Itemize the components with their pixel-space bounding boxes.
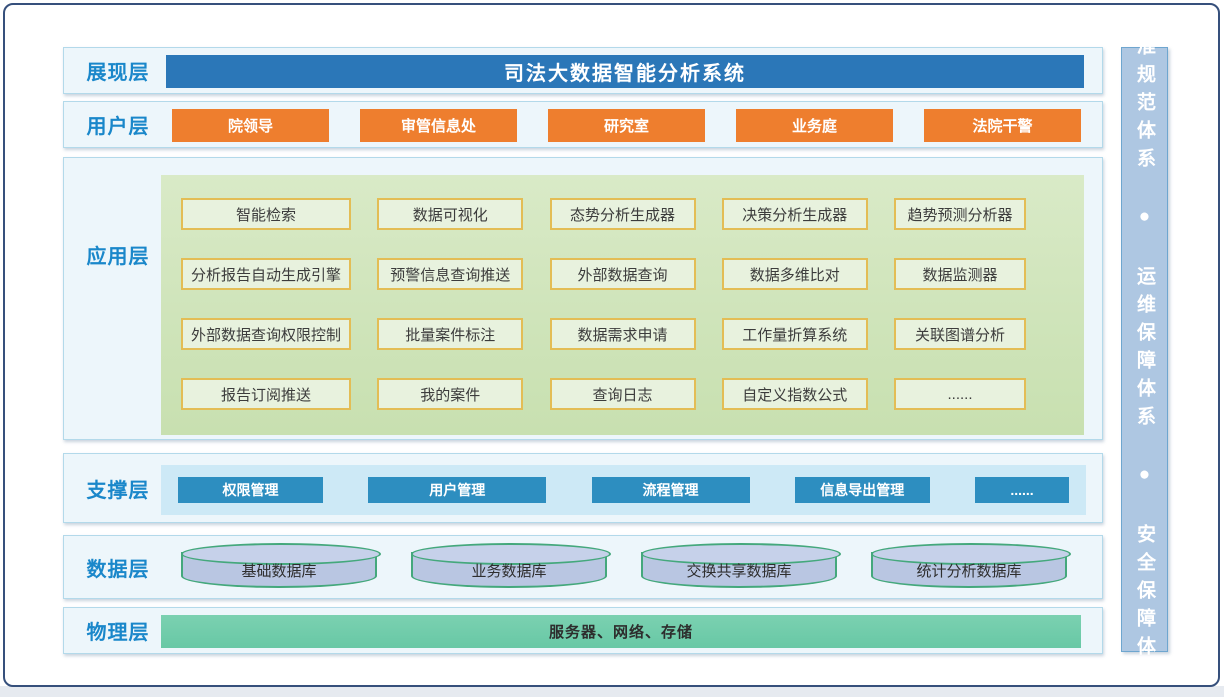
support-service-button: ...... <box>975 477 1069 503</box>
support-service-button: 用户管理 <box>368 477 547 503</box>
application-module-box: 预警信息查询推送 <box>377 258 524 290</box>
application-module-box: 外部数据查询 <box>549 258 696 290</box>
layer-label-presentation: 展现层 <box>86 62 150 84</box>
layer-physical: 物理层 服务器、网络、存储 <box>63 607 1103 654</box>
support-service-button: 流程管理 <box>591 477 750 503</box>
database-row: 基础数据库 业务数据库 交换共享数据库 统计分析数据库 <box>181 543 1071 588</box>
database-label: 基础数据库 <box>241 563 317 580</box>
application-module-box: 报告订阅推送 <box>181 378 351 410</box>
application-module-box: 外部数据查询权限控制 <box>181 318 351 350</box>
database-cylinder: 统计分析数据库 <box>871 543 1071 588</box>
application-module-grid: 智能检索数据可视化态势分析生成器决策分析生成器趋势预测分析器分析报告自动生成引擎… <box>161 175 1084 435</box>
layer-label-data: 数据层 <box>86 558 150 581</box>
assurance-systems-sidebar: 标准规范体系 ● 运维保障体系 ● 安全保障体系 <box>1121 8 1168 685</box>
layer-label-user: 用户层 <box>86 116 150 138</box>
application-module-box: 智能检索 <box>181 198 351 230</box>
application-module-box: 自定义指数公式 <box>721 378 868 410</box>
support-service-button: 信息导出管理 <box>794 477 930 503</box>
database-cylinder: 业务数据库 <box>411 543 611 588</box>
application-module-box: 态势分析生成器 <box>549 198 696 230</box>
layer-data: 数据层 基础数据库 业务数据库 交换共享数据库 统计分析数据库 <box>63 535 1103 599</box>
application-module-box: 数据可视化 <box>377 198 524 230</box>
user-role-row: 院领导审管信息处研究室业务庭法院干警 <box>172 109 1081 142</box>
support-service-row: 权限管理 用户管理 流程管理 信息导出管理...... <box>161 465 1086 515</box>
system-title-banner: 司法大数据智能分析系统 <box>166 55 1084 88</box>
physical-resources-bar: 服务器、网络、存储 <box>161 615 1081 648</box>
layer-label-application: 应用层 <box>86 246 150 268</box>
database-cylinder: 交换共享数据库 <box>641 543 841 588</box>
user-role-button: 法院干警 <box>924 109 1081 142</box>
support-service-button: 权限管理 <box>178 477 323 503</box>
layer-support: 支撑层 权限管理 用户管理 流程管理 信息导出管理...... <box>63 453 1103 523</box>
database-label: 统计分析数据库 <box>916 563 1022 580</box>
application-module-box: 趋势预测分析器 <box>894 198 1026 230</box>
layer-application: 应用层 智能检索数据可视化态势分析生成器决策分析生成器趋势预测分析器分析报告自动… <box>63 157 1103 440</box>
application-module-box: 数据多维比对 <box>721 258 868 290</box>
architecture-diagram-card: 展现层 司法大数据智能分析系统 用户层 院领导审管信息处研究室业务庭法院干警 应… <box>3 3 1220 687</box>
user-role-button: 研究室 <box>548 109 705 142</box>
application-module-box: 关联图谱分析 <box>894 318 1026 350</box>
database-cylinder: 基础数据库 <box>181 543 381 588</box>
layer-label-physical: 物理层 <box>86 622 150 644</box>
application-module-box: 分析报告自动生成引擎 <box>181 258 351 290</box>
application-module-box: 工作量折算系统 <box>721 318 868 350</box>
layer-label-support: 支撑层 <box>86 479 150 502</box>
application-module-box: 数据监测器 <box>894 258 1026 290</box>
user-role-button: 业务庭 <box>736 109 893 142</box>
application-module-box: 我的案件 <box>377 378 524 410</box>
application-module-box: 决策分析生成器 <box>721 198 868 230</box>
layer-presentation: 展现层 司法大数据智能分析系统 <box>63 47 1103 94</box>
application-module-box: ...... <box>894 378 1026 410</box>
user-role-button: 院领导 <box>172 109 329 142</box>
database-label: 业务数据库 <box>471 563 547 580</box>
application-module-box: 批量案件标注 <box>377 318 524 350</box>
application-module-box: 查询日志 <box>549 378 696 410</box>
user-role-button: 审管信息处 <box>360 109 517 142</box>
database-label: 交换共享数据库 <box>686 563 792 580</box>
layer-user: 用户层 院领导审管信息处研究室业务庭法院干警 <box>63 101 1103 148</box>
application-module-box: 数据需求申请 <box>549 318 696 350</box>
